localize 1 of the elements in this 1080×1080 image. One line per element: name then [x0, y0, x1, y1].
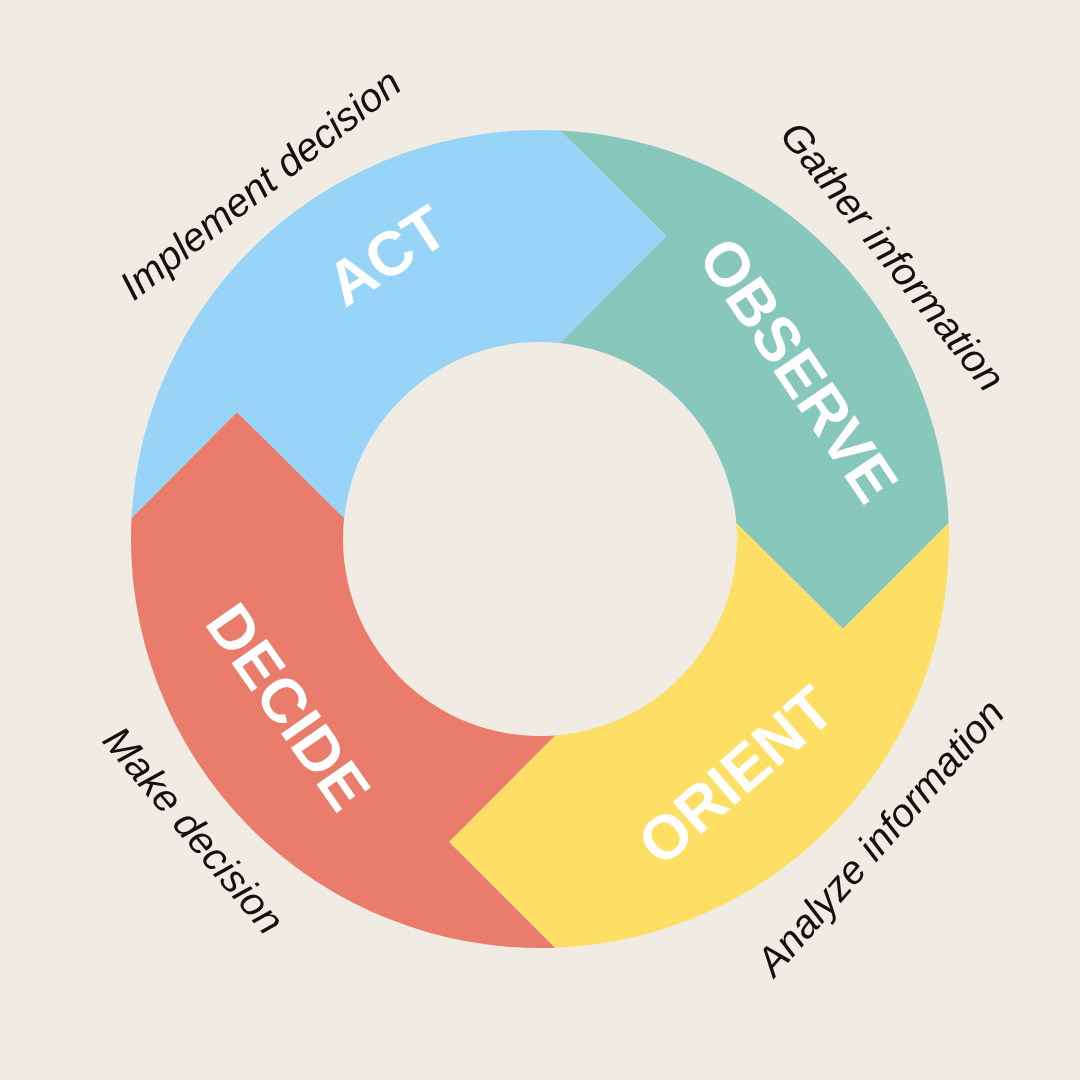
step-label: ACT: [316, 195, 458, 317]
